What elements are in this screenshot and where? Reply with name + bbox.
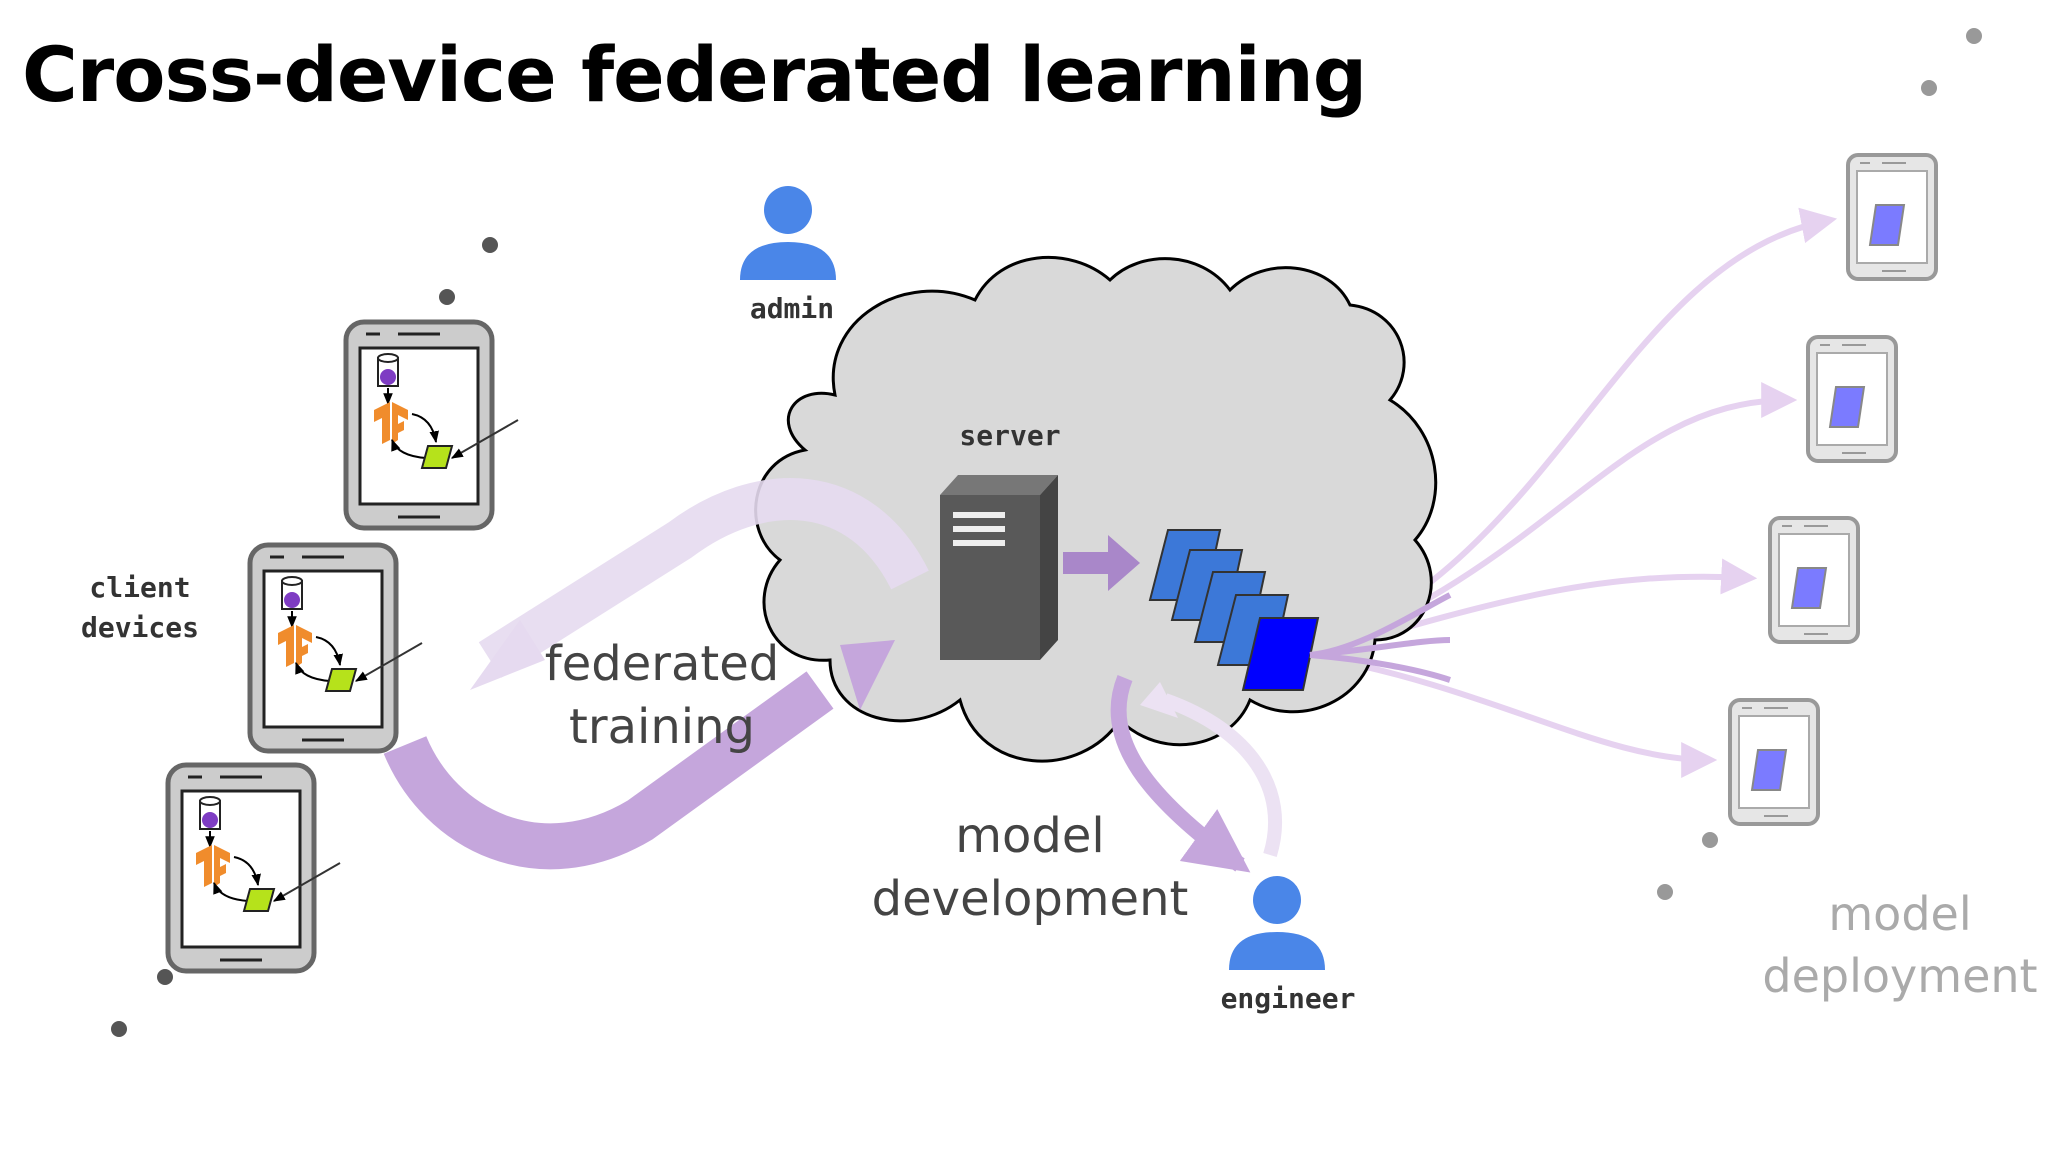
- client-phone-1: [346, 322, 518, 528]
- model-development-label-line2: development: [872, 871, 1189, 927]
- engineer-to-model-arrow: [1162, 693, 1283, 858]
- deploy-phone-3: [1768, 516, 1860, 644]
- upload-arrow: [478, 478, 929, 678]
- deploy-phone-2: [1806, 335, 1898, 463]
- client-phone-2: [250, 545, 422, 751]
- model-deployment-label-line2: deployment: [1762, 949, 2037, 1003]
- admin-label: admin: [750, 292, 834, 325]
- client-devices-label-line1: client: [89, 571, 190, 604]
- upload-arrow-head: [470, 620, 545, 690]
- server-icon: [940, 475, 1058, 660]
- client-phone-3: [168, 765, 340, 971]
- download-arrow-head: [840, 640, 895, 710]
- deploy-phone-4: [1728, 698, 1820, 826]
- deployment-fan: [1309, 592, 1452, 683]
- download-arrow: [383, 671, 834, 870]
- model-deployment-label-line1: model: [1828, 887, 1971, 941]
- engineer-label: engineer: [1221, 982, 1356, 1015]
- page-title: Cross-device federated learning: [22, 30, 1367, 119]
- engineer-user-icon: [1229, 876, 1325, 970]
- model-stack: [1148, 529, 1320, 691]
- server-label: server: [959, 419, 1060, 452]
- admin-user-icon: [740, 186, 836, 280]
- server-to-model-arrow: [1063, 535, 1140, 591]
- model-development-label-line1: model: [955, 808, 1104, 864]
- engineer-arrow-head: [1140, 682, 1178, 718]
- deploy-phone-1: [1846, 153, 1938, 281]
- federated-training-label-line2: training: [569, 699, 755, 755]
- model-to-engineer-arrow: [1110, 675, 1251, 873]
- decorative-dots: [111, 28, 1982, 1037]
- client-devices-label-line2: devices: [81, 611, 199, 644]
- federated-training-label-line1: federated: [545, 636, 779, 692]
